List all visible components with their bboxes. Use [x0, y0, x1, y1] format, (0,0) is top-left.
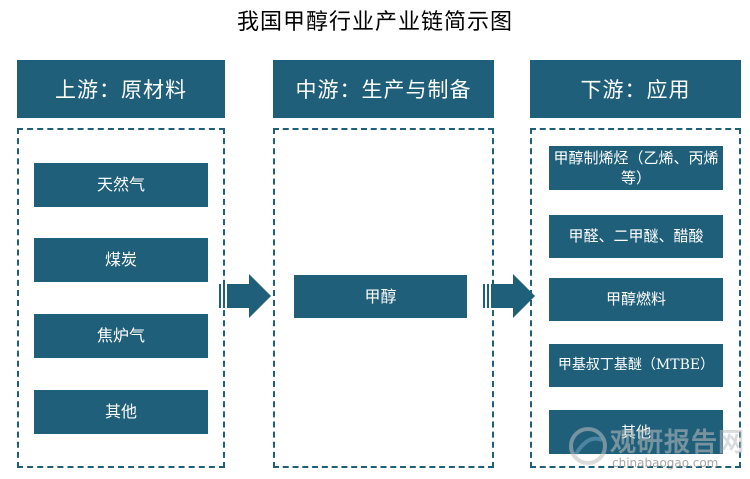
downstream-item: 甲醇制烯烃（乙烯、丙烯等）	[549, 146, 723, 190]
downstream-header: 下游：应用	[530, 60, 741, 118]
diagram-title: 我国甲醇行业产业链简示图	[236, 10, 513, 35]
watermark-logo-text: 观研报告网	[610, 428, 746, 458]
upstream-header: 上游：原材料	[17, 60, 225, 118]
upstream-item: 天然气	[34, 163, 208, 207]
watermark: 观研报告网 chinabaogao.com	[566, 420, 746, 476]
upstream-item: 煤炭	[34, 238, 208, 282]
midstream-item: 甲醇	[294, 275, 467, 318]
downstream-item: 甲基叔丁基醚（MTBE）	[549, 344, 723, 387]
upstream-item: 其他	[34, 390, 208, 434]
flow-arrow-right-icon	[219, 274, 271, 318]
upstream-item: 焦炉气	[34, 314, 208, 358]
downstream-item: 甲醇燃料	[549, 278, 723, 321]
watermark-logo-icon	[569, 427, 607, 465]
flow-arrow-right-icon	[483, 274, 535, 318]
midstream-header: 中游：生产与制备	[273, 60, 494, 118]
watermark-url: chinabaogao.com	[612, 456, 719, 470]
downstream-item: 甲醛、二甲醚、醋酸	[549, 215, 723, 258]
